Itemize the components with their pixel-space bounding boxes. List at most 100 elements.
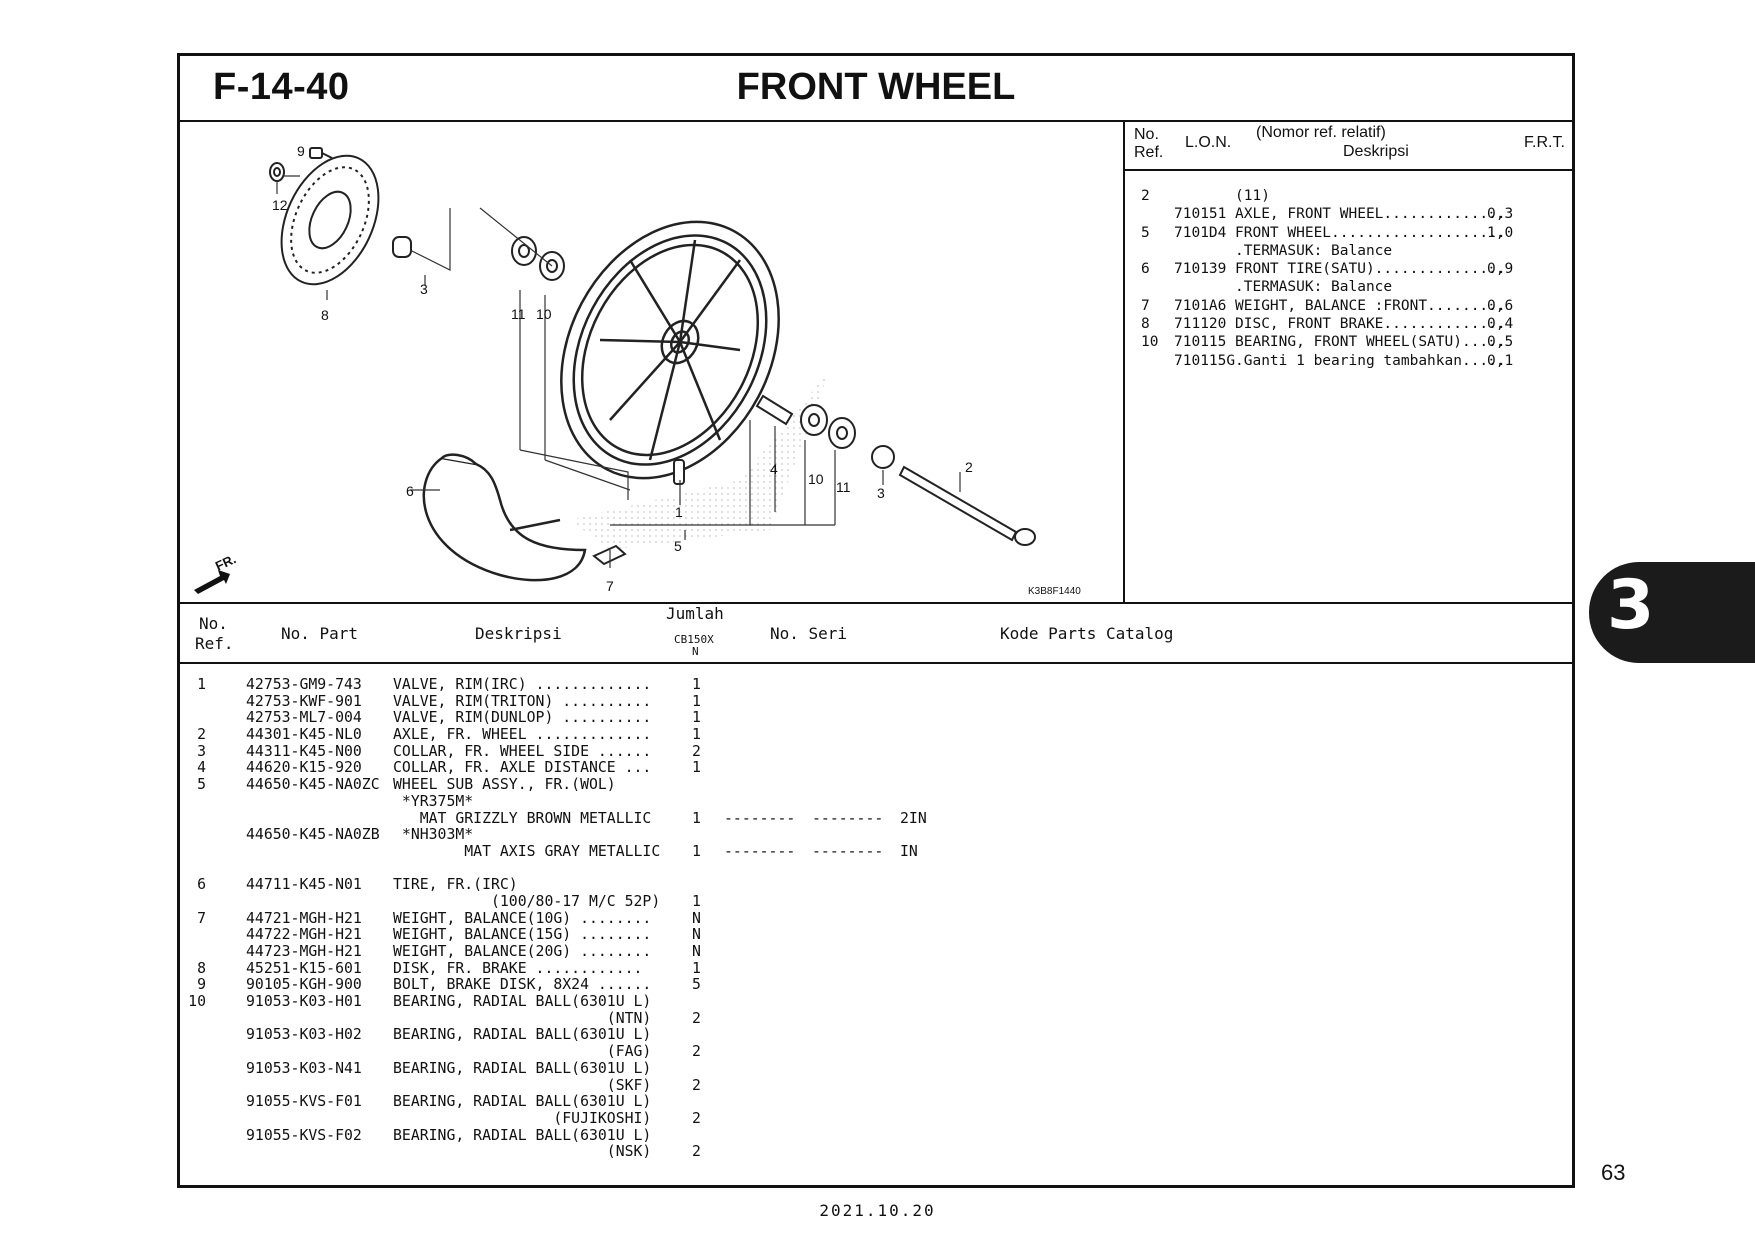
labor-frt: 1,0 <box>1487 224 1514 241</box>
part-number: 44723-MGH-H21 <box>246 943 362 960</box>
col-seri: No. Seri <box>770 624 848 643</box>
part-qty: 1 <box>692 842 701 860</box>
labor-ref: 2 <box>1141 188 1150 204</box>
callout-8: 8 <box>321 307 329 323</box>
ref-num: 3 <box>197 742 206 760</box>
serial-from: -------- <box>724 842 796 860</box>
labor-frt: 0,1 <box>1487 352 1514 369</box>
serial-from: -------- <box>724 809 796 827</box>
axle-distance-collar <box>755 394 794 426</box>
page-title: FRONT WHEEL <box>736 66 1016 108</box>
part-description: MAT AXIS GRAY METALLIC <box>393 842 661 860</box>
callout-7: 7 <box>606 578 614 594</box>
part-qty: 1 <box>692 692 701 710</box>
part-qty: 2 <box>692 1076 701 1094</box>
part-description: (SKF) <box>393 1076 652 1094</box>
part-description: AXLE, FR. WHEEL ............. <box>393 726 652 744</box>
callout-2: 2 <box>965 459 973 475</box>
ref-num: 5 <box>197 776 206 794</box>
part-qty: 1 <box>692 709 701 727</box>
right-collar <box>871 445 895 469</box>
callout-10-left: 10 <box>536 306 552 322</box>
callout-6: 6 <box>406 483 414 499</box>
part-number: 42753-ML7-004 <box>246 709 362 727</box>
parts-row: 91055-KVS-F01 BEARING, RADIAL BALL(6301U … <box>180 1093 1572 1110</box>
brake-disc-bolt <box>309 147 333 159</box>
part-qty: 1 <box>692 676 701 693</box>
col-model-sub: N <box>692 645 699 658</box>
page-header: F-14-40 FRONT WHEEL <box>180 56 1572 122</box>
part-qty: 2 <box>692 1009 701 1027</box>
part-description: WEIGHT, BALANCE(20G) ........ <box>393 943 652 960</box>
callout-4: 4 <box>770 461 778 477</box>
labor-time-row: 10 710115 BEARING, FRONT WHEEL(SATU).....0… <box>1123 334 1572 352</box>
labor-frt: 0,9 <box>1487 261 1514 278</box>
catalog-code: 2IN <box>900 809 927 827</box>
labor-desc: .Ganti 1 bearing tambahkan..... <box>1235 352 1506 369</box>
parts-row: (FAG)2 <box>180 1043 1572 1060</box>
left-collar <box>392 236 412 258</box>
part-description: VALVE, RIM(DUNLOP) .......... <box>393 709 652 727</box>
part-qty: 5 <box>692 976 701 994</box>
callout-1: 1 <box>675 504 683 520</box>
leader-lines <box>276 175 961 568</box>
labor-frt: 0,5 <box>1487 334 1514 351</box>
labor-time-row: 2(11) <box>1123 188 1572 206</box>
part-number: 91055-KVS-F01 <box>246 1093 362 1111</box>
part-qty: 1 <box>692 726 701 744</box>
front-tire <box>422 453 587 582</box>
labor-desc: AXLE, FRONT WHEEL.............. <box>1235 206 1506 223</box>
labor-lon: 710115 <box>1174 334 1227 351</box>
part-qty: 1 <box>692 809 701 827</box>
col-jumlah: Jumlah <box>666 604 724 623</box>
labor-desc: WEIGHT, BALANCE :FRONT......... <box>1235 297 1506 314</box>
labor-desc: BEARING, FRONT WHEEL(SATU)..... <box>1235 334 1506 351</box>
labor-ref: 10 <box>1141 334 1159 351</box>
parts-row: 42753-ML7-004 VALVE, RIM(DUNLOP) ........… <box>180 709 1572 726</box>
part-description: BEARING, RADIAL BALL(6301U L) <box>393 1093 652 1111</box>
part-description: (100/80-17 M/C 52P) <box>393 892 661 910</box>
part-description: WEIGHT, BALANCE(15G) ........ <box>393 926 652 944</box>
part-number: 90105-KGH-900 <box>246 976 362 994</box>
part-number: 42753-KWF-901 <box>246 692 362 710</box>
part-number: 45251-K15-601 <box>246 959 362 977</box>
page-frame: F-14-40 FRONT WHEEL <box>177 53 1575 1188</box>
part-description: (NSK) <box>393 1143 652 1161</box>
part-description: TIRE, FR.(IRC) <box>393 876 518 894</box>
col-deskripsi: Deskripsi <box>475 624 562 643</box>
part-description: *YR375M* <box>393 792 474 810</box>
ref-num: 4 <box>197 759 206 777</box>
wheel-illustration: 9 12 8 3 11 10 6 4 10 11 3 2 1 5 7 FR. K… <box>194 143 1081 597</box>
header-frt: F.R.T. <box>1524 134 1565 151</box>
fr-label: FR. <box>213 551 238 573</box>
labor-desc: .TERMASUK: Balance <box>1235 242 1393 259</box>
ref-num: 10 <box>188 993 206 1011</box>
header-no: No. <box>1134 126 1159 143</box>
parts-row: (NTN)2 <box>180 1010 1572 1027</box>
serial-to: -------- <box>812 809 884 827</box>
footer-date: 2021.10.20 <box>819 1201 936 1220</box>
callout-5: 5 <box>674 538 682 554</box>
labor-desc: FRONT TIRE(SATU)............... <box>1235 261 1506 278</box>
parts-row: 8 45251-K15-601 DISK, FR. BRAKE ..........… <box>180 960 1572 977</box>
section-tab-number: 3 <box>1607 566 1655 645</box>
part-number: 44301-K45-NL0 <box>246 726 362 744</box>
labor-desc: FRONT WHEEL.................... <box>1235 224 1506 241</box>
watermark-shading <box>570 370 830 550</box>
col-no: No. <box>199 614 228 633</box>
labor-time-header: No. Ref. L.O.N. (Nomor ref. relatif) Des… <box>1123 120 1572 171</box>
ref-num: 8 <box>197 959 206 977</box>
labor-ref: 5 <box>1141 224 1150 241</box>
part-description: DISK, FR. BRAKE ............ <box>393 959 643 977</box>
callout-9: 9 <box>297 143 305 159</box>
